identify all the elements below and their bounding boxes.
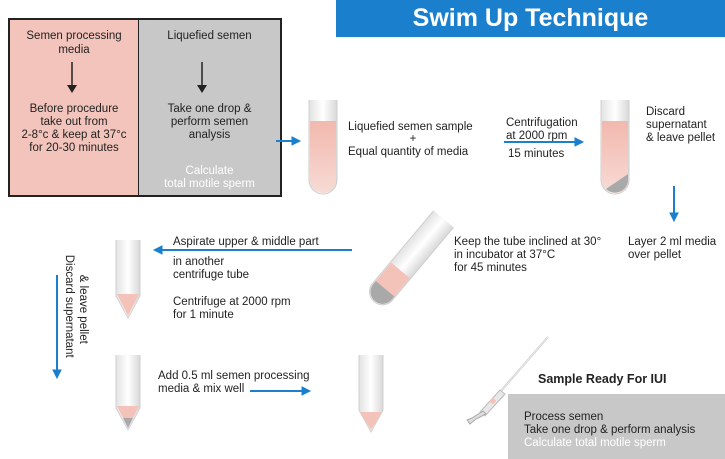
step2-line2: at 2000 rpm bbox=[506, 130, 568, 142]
test-tube-1 bbox=[308, 100, 338, 195]
arrow-icon-centrifugation bbox=[504, 137, 585, 147]
iui-catheter-icon bbox=[466, 336, 549, 425]
step6-line1: Aspirate upper & middle part bbox=[173, 236, 319, 248]
calculate-line-2: total motile sperm bbox=[164, 178, 255, 190]
step1-line2: Equal quantity of media bbox=[348, 146, 469, 158]
arrow-icon-add-media bbox=[250, 386, 312, 396]
step2-line3: 15 minutes bbox=[508, 148, 565, 160]
step1-plus: + bbox=[409, 133, 417, 145]
test-tube-2 bbox=[600, 100, 630, 195]
conical-tube-2 bbox=[115, 355, 141, 432]
step5-line3: for 45 minutes bbox=[454, 262, 527, 274]
media-instruction-3: 2-8°c & keep at 37°c bbox=[21, 129, 127, 141]
step6-line5: for 1 minute bbox=[173, 309, 234, 321]
analysis-line-1: Take one drop & bbox=[167, 103, 252, 115]
step1-line1: Liquefied semen sample bbox=[348, 121, 473, 133]
step2-line1: Centrifugation bbox=[506, 117, 578, 129]
step4-line2: over pellet bbox=[628, 249, 682, 261]
step8-line2: media & mix well bbox=[158, 383, 245, 395]
step3-line1: Discard bbox=[646, 106, 685, 118]
step6-line4: Centrifuge at 2000 rpm bbox=[173, 296, 291, 308]
step4-line1: Layer 2 ml media bbox=[628, 236, 717, 248]
step5-line2: in incubator at 37°C bbox=[454, 249, 556, 261]
liquefied-semen-label: Liquefied semen bbox=[167, 30, 252, 42]
liquefied-semen-panel bbox=[139, 20, 280, 195]
final-heading: Sample Ready For IUI bbox=[538, 372, 667, 386]
inclined-tube bbox=[369, 210, 454, 306]
final-line1: Process semen bbox=[524, 411, 604, 423]
final-line3: Calculate total motile sperm bbox=[524, 437, 666, 449]
final-summary-box bbox=[508, 394, 725, 459]
arrow-icon-box-to-tube bbox=[276, 136, 302, 146]
page-title: Swim Up Technique bbox=[336, 0, 725, 37]
arrow-icon-discard-down bbox=[669, 186, 679, 223]
step6-line3: centrifuge tube bbox=[173, 269, 250, 281]
media-panel bbox=[10, 20, 138, 195]
analysis-line-2: perform semen bbox=[170, 116, 249, 128]
media-label: Semen processing media bbox=[26, 30, 122, 56]
conical-tube-3 bbox=[358, 355, 384, 434]
media-instruction-4: for 20-30 minutes bbox=[29, 142, 119, 154]
step8-line1: Add 0.5 ml semen processing bbox=[158, 370, 310, 382]
step3-line3: & leave pellet bbox=[646, 132, 716, 144]
conical-tube-1 bbox=[115, 240, 141, 320]
final-line2: Take one drop & perform analysis bbox=[524, 424, 696, 436]
step3-line2: supernatant bbox=[646, 119, 707, 131]
media-instruction-1: Before procedure bbox=[29, 103, 119, 115]
preparation-box bbox=[8, 18, 282, 197]
step5-line1: Keep the tube inclined at 30° bbox=[454, 236, 602, 248]
step6-line2: in another bbox=[173, 256, 225, 268]
down-arrow-icon-media bbox=[67, 62, 77, 93]
analysis-line-3: analysis bbox=[188, 129, 231, 141]
calculate-line-1: Calculate bbox=[185, 165, 234, 177]
panel-divider bbox=[138, 20, 139, 195]
down-arrow-icon-liquefied bbox=[197, 62, 207, 93]
media-instruction-2: take out from bbox=[40, 116, 108, 128]
arrow-icon-discard-left-down bbox=[52, 275, 62, 380]
arrow-icon-aspirate-left bbox=[152, 245, 352, 255]
